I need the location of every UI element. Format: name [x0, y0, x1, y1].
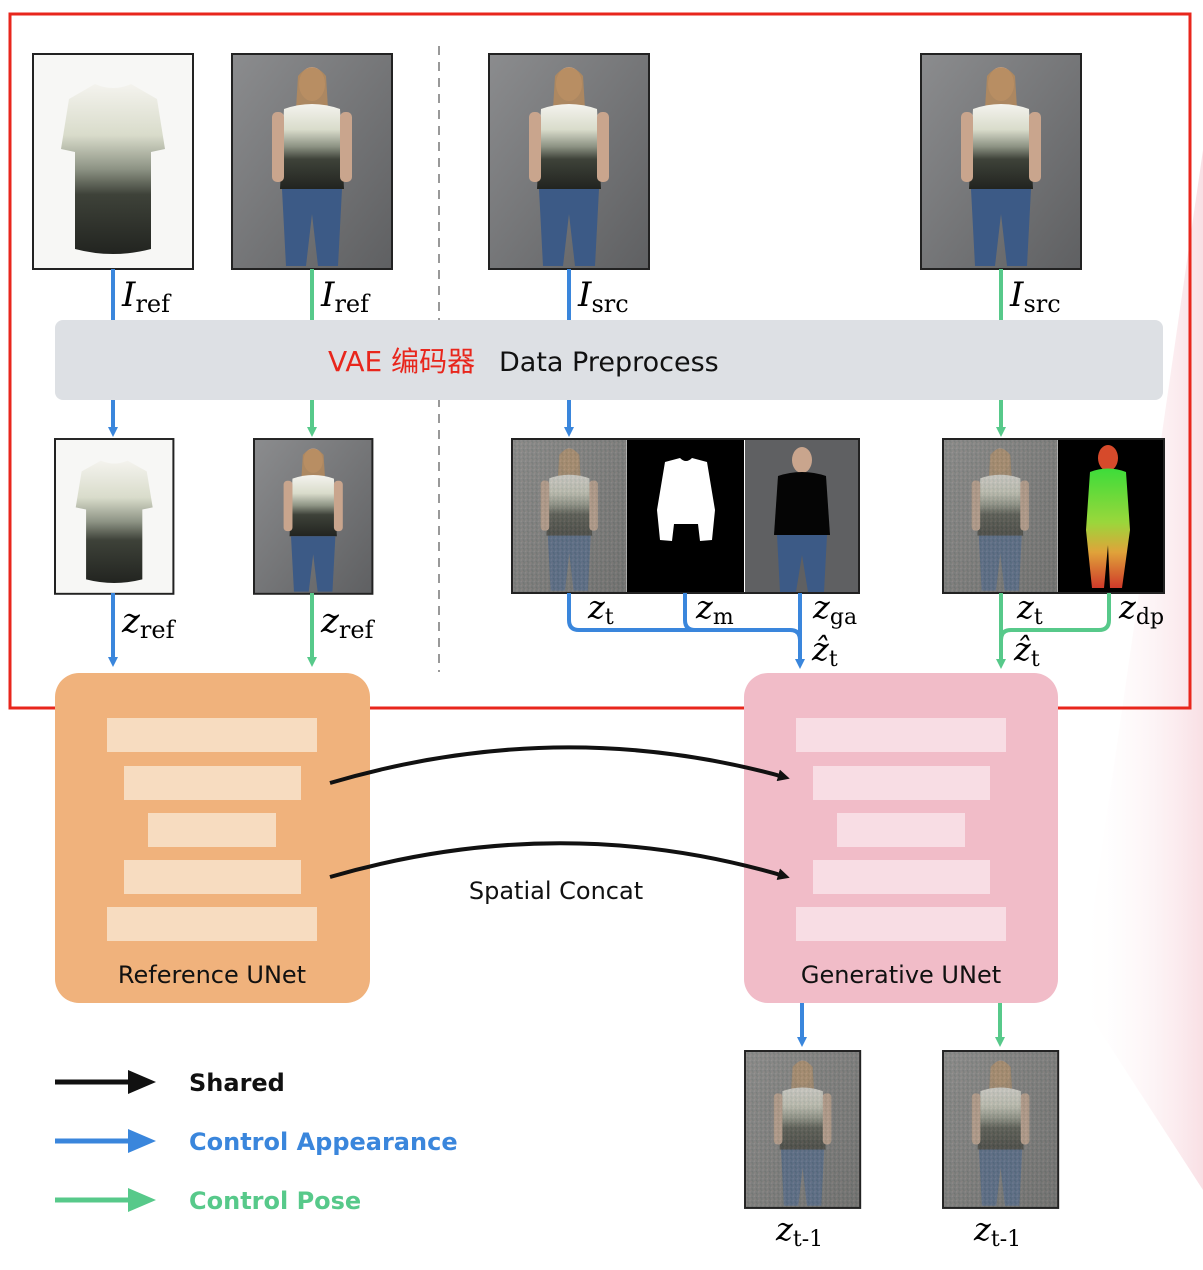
latent-ref-garment-image [54, 438, 175, 595]
generative-unet-label: Generative UNet [801, 961, 1001, 989]
arrow-shared-upper [329, 745, 790, 785]
output-appearance-image [744, 1050, 862, 1209]
highlight-box [8, 12, 1192, 710]
reference-unet: Reference UNet [55, 673, 370, 1003]
label-zm: zm [695, 588, 734, 630]
noisy-latent-image [512, 439, 627, 593]
source-image-appearance [488, 53, 650, 270]
vae-encoder-label: VAE 编码器 [328, 345, 475, 378]
label-isrc-1: Isrc [577, 275, 629, 318]
label-iref-2: Iref [320, 275, 371, 318]
label-zref-2: zref [320, 601, 376, 644]
arrow-shared-lower [329, 841, 790, 881]
data-preprocess-bar [55, 320, 1163, 400]
label-zt-1-appearance: zt-1 [775, 1210, 823, 1252]
background-wedge [1080, 150, 1203, 1190]
label-zt-1-pose: zt-1 [973, 1210, 1021, 1252]
generative-unet: Generative UNet [744, 673, 1058, 1003]
latent-appearance-strip [511, 438, 860, 594]
garment-agnostic-image [745, 439, 859, 593]
legend-shared-label: Shared [189, 1069, 285, 1097]
output-pose-image [942, 1050, 1060, 1209]
densepose-image [1058, 439, 1164, 593]
reference-person-image [231, 53, 393, 270]
mask-image [627, 439, 744, 593]
label-zga: zga [812, 588, 857, 630]
spatial-concat-label: Spatial Concat [469, 877, 643, 905]
legend-pose-label: Control Pose [189, 1187, 361, 1215]
reference-unet-label: Reference UNet [118, 961, 306, 989]
source-image-pose [920, 53, 1082, 270]
label-isrc-2: Isrc [1009, 275, 1061, 318]
label-zdp: zdp [1118, 588, 1164, 630]
legend-appearance-label: Control Appearance [189, 1128, 458, 1156]
label-zref-1: zref [121, 601, 177, 644]
label-iref-1: Iref [121, 275, 172, 318]
label-zhat-pose: ẑt [1013, 630, 1040, 672]
latent-ref-person-image [253, 438, 374, 595]
label-zt-pose: zt [1016, 588, 1043, 630]
label-zt-appearance: zt [587, 588, 614, 630]
latent-pose-strip [942, 438, 1165, 594]
reference-garment-image [32, 53, 194, 270]
line-zm-combine [683, 593, 790, 632]
legend: Shared Control Appearance Control Pose [55, 1069, 458, 1215]
line-zdp-combine [999, 593, 1111, 641]
label-zhat-appearance: ẑt [811, 630, 838, 672]
noisy-latent-image-pose [943, 439, 1058, 593]
data-preprocess-label: Data Preprocess [499, 347, 719, 378]
